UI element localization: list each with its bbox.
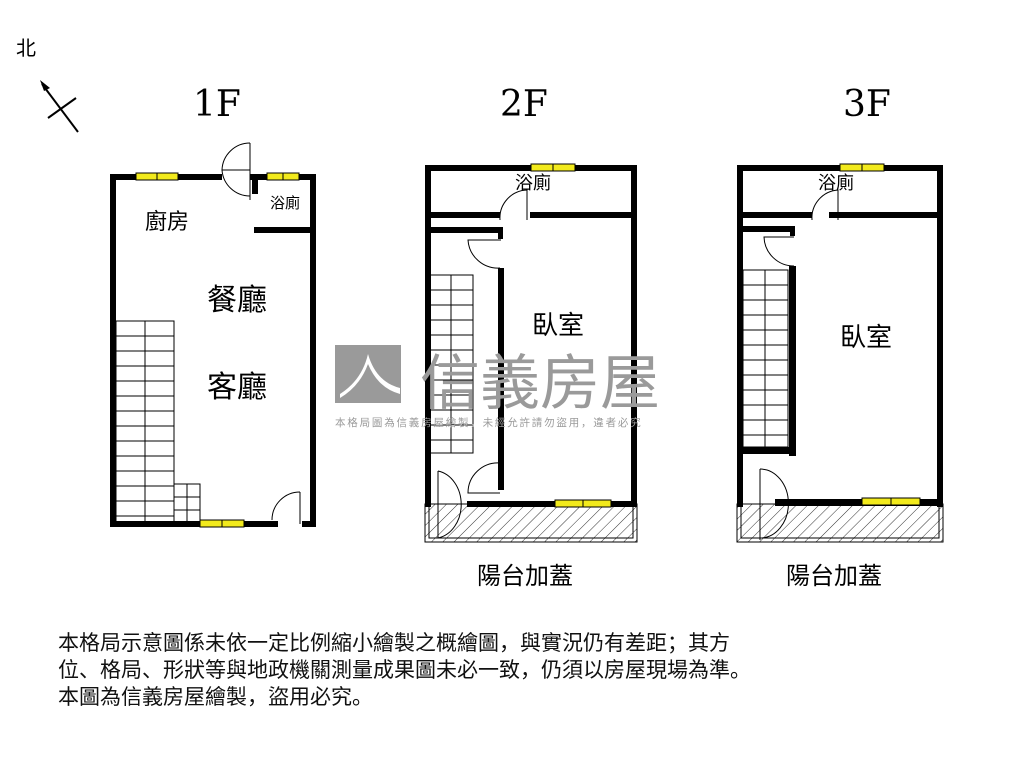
floor-title-1f: 1F: [193, 84, 241, 125]
walls: [425, 165, 637, 507]
floor-1f: 1F: [110, 84, 316, 528]
staircase: [115, 320, 201, 525]
floor-3f: 3F 浴廁 臥室: [736, 84, 944, 590]
room-label-bedroom: 臥室: [840, 323, 892, 353]
staircase: [429, 274, 474, 454]
watermark-subtitle: 本格局圖為信義房屋繪製，未經允許請勿盜用，違者必究: [335, 416, 643, 429]
door: [759, 189, 839, 540]
door: [437, 189, 528, 539]
floor-title-2f: 2F: [500, 84, 548, 125]
svg-text:北: 北: [16, 36, 36, 60]
room-label-living: 客廳: [207, 370, 267, 405]
window: [135, 172, 300, 528]
room-label-kitchen: 廚房: [145, 210, 189, 235]
window: [839, 163, 921, 506]
room-label-bathroom: 浴廁: [515, 172, 551, 194]
north-arrow-icon: 北: [16, 36, 79, 133]
watermark: 信義房屋 本格局圖為信義房屋繪製，未經允許請勿盜用，違者必究: [335, 345, 660, 429]
disclaimer-line: 本圖為信義房屋繪製，盜用必究。: [58, 685, 373, 709]
room-label-bathroom: 浴廁: [818, 172, 854, 194]
balcony-label: 陽台加蓋: [786, 562, 882, 590]
room-label-dining: 餐廳: [207, 283, 267, 318]
staircase: [742, 269, 789, 448]
disclaimer-line: 位、格局、形狀等與地政機關測量成果圖未必一致，仍須以房屋現場為準。: [58, 658, 751, 682]
balcony-label: 陽台加蓋: [477, 562, 573, 590]
watermark-brand: 信義房屋: [420, 349, 660, 419]
disclaimer: 本格局示意圖係未依一定比例縮小繪製之概繪圖，與實況仍有差距；其方 位、格局、形狀…: [58, 630, 998, 711]
floor-2f: 2F 浴廁 臥室: [424, 84, 638, 590]
window: [530, 163, 612, 508]
disclaimer-line: 本格局示意圖係未依一定比例縮小繪製之概繪圖，與實況仍有差距；其方: [58, 631, 730, 655]
floor-title-3f: 3F: [843, 84, 891, 125]
room-label-bedroom: 臥室: [532, 311, 584, 341]
room-label-bathroom: 浴廁: [270, 194, 300, 212]
door: [221, 142, 301, 524]
